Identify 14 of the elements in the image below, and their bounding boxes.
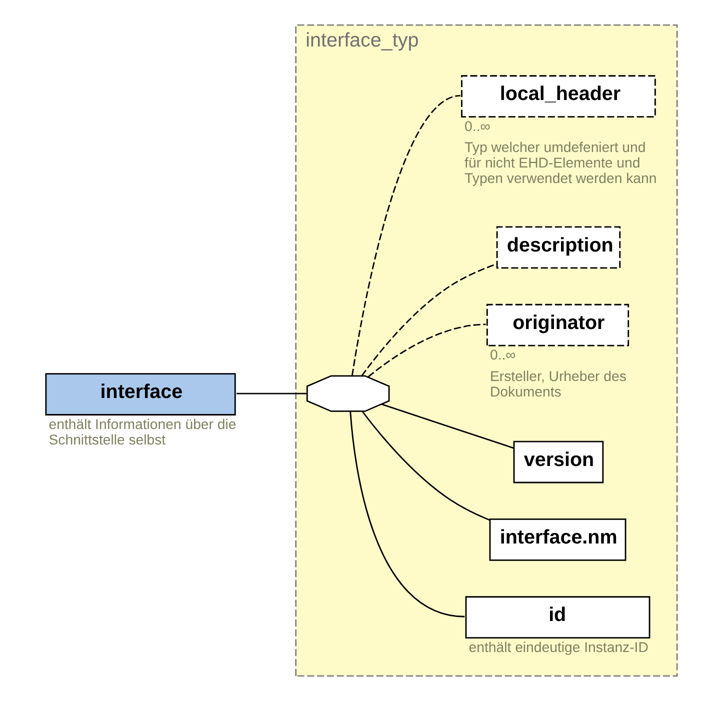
connector bbox=[236, 392, 307, 394]
connector bbox=[362, 410, 490, 521]
connector bbox=[351, 94, 461, 376]
connector bbox=[361, 263, 497, 376]
node-label: enthält eindeutige Instanz-ID bbox=[468, 638, 648, 655]
node-octagon bbox=[306, 375, 390, 412]
node-label: Ersteller, Urheber des Dokuments bbox=[490, 368, 626, 400]
node-label: Typ welcher umdefeniert und für nicht EHD-Elemente und Typen verwendet werden kann bbox=[464, 139, 657, 186]
connector bbox=[350, 411, 465, 618]
node-label: 0..∞ bbox=[490, 346, 516, 363]
node-label: 0..∞ bbox=[464, 118, 490, 134]
connector bbox=[368, 324, 486, 378]
connector bbox=[381, 404, 514, 449]
node-label: enthält Informationen über die Schnittstelle selbst bbox=[48, 416, 236, 448]
